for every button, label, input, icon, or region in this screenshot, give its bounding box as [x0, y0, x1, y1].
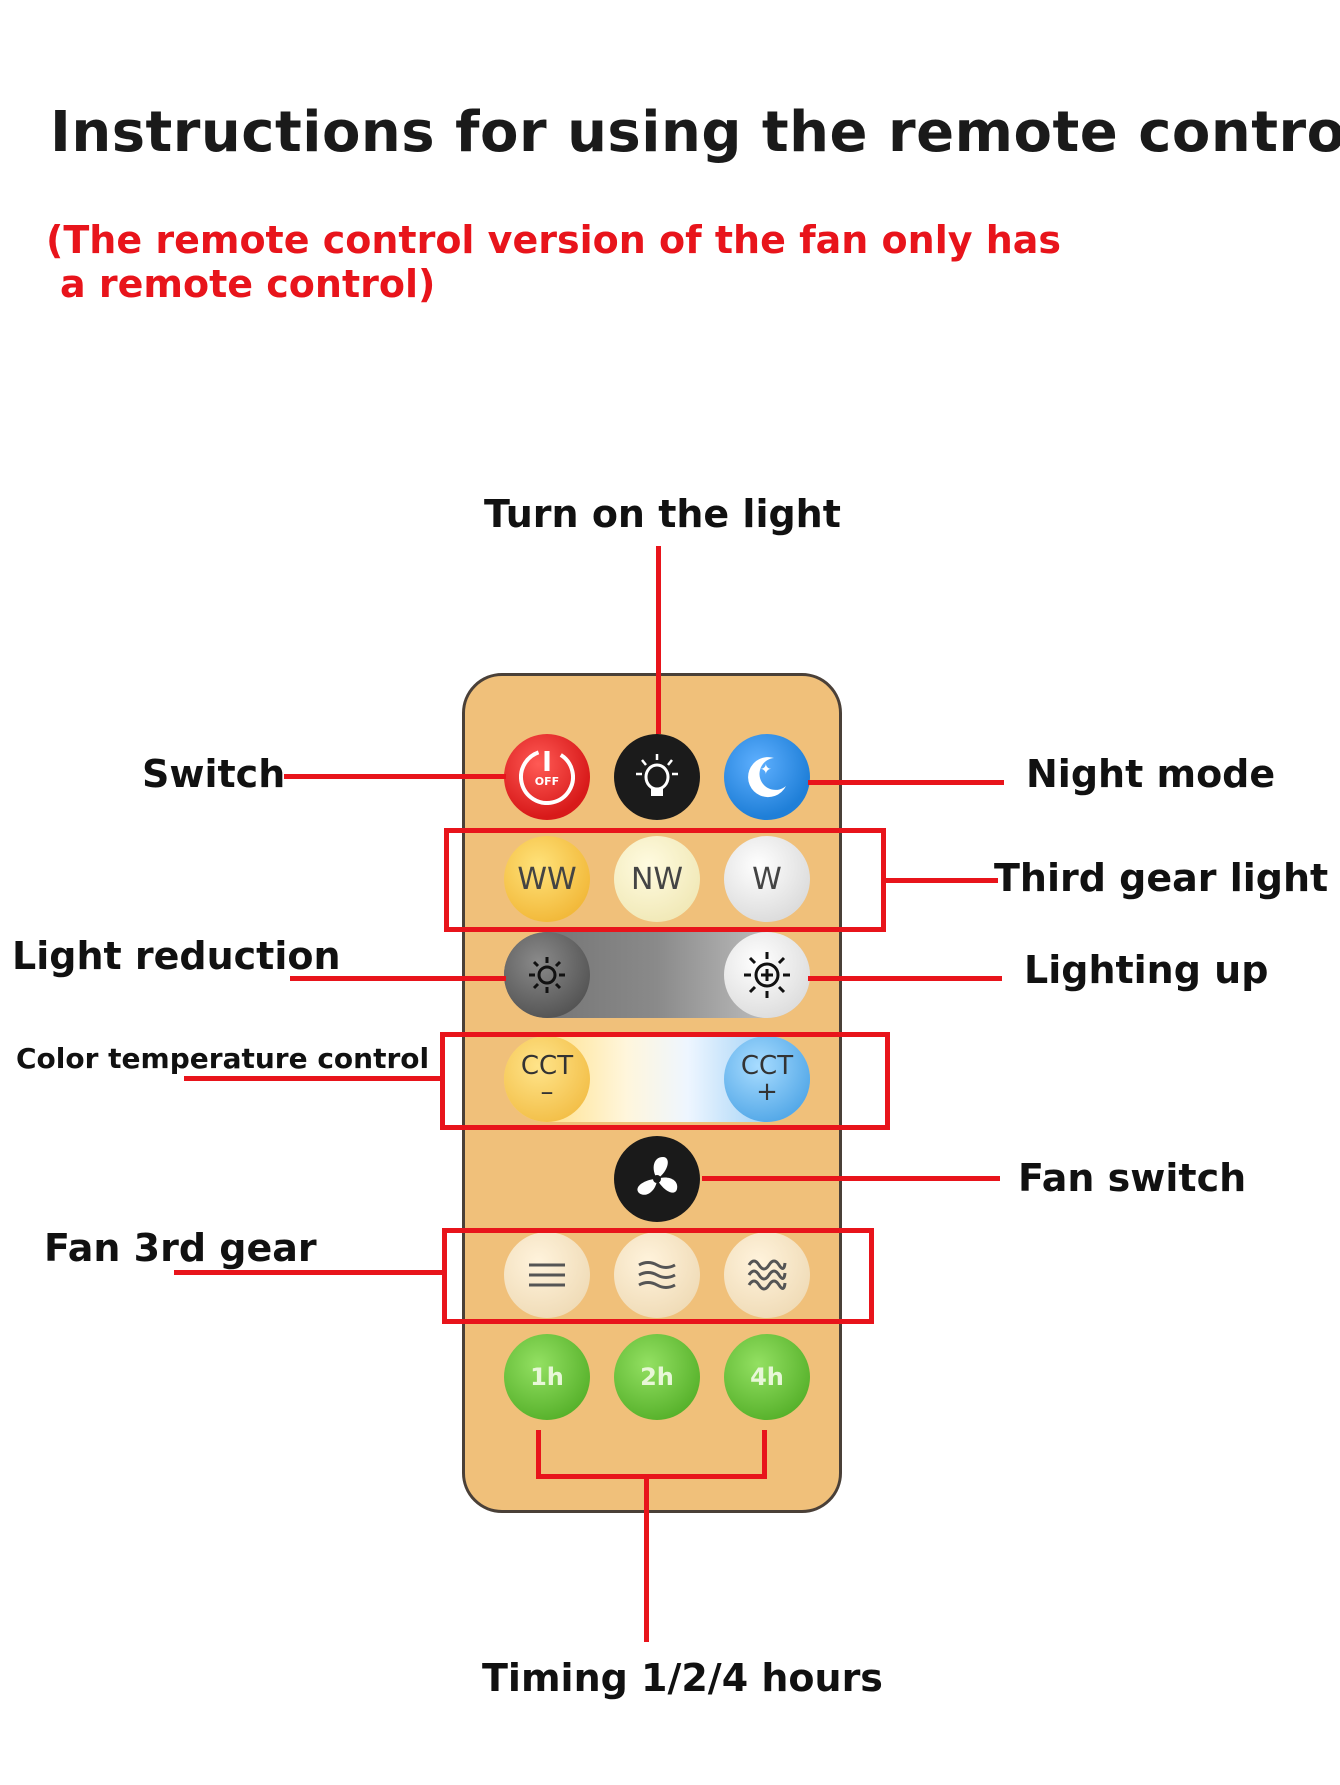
- dim-icon: [529, 957, 565, 993]
- cct-plus-label: CCT: [740, 1051, 794, 1081]
- bracket-left: [536, 1430, 541, 1478]
- light-on-button[interactable]: [614, 734, 700, 820]
- power-icon: OFF: [519, 749, 575, 805]
- label-light-reduction: Light reduction: [12, 934, 341, 978]
- fan-gear-2-button[interactable]: [614, 1232, 700, 1318]
- w-button[interactable]: W: [724, 836, 810, 922]
- leader-night-mode: [808, 780, 1004, 785]
- third-gear-light-box: [444, 828, 886, 932]
- leader-timing: [644, 1474, 649, 1642]
- label-color-temperature: Color temperature control: [16, 1042, 430, 1075]
- nw-button[interactable]: NW: [614, 836, 700, 922]
- label-timing: Timing 1/2/4 hours: [482, 1656, 883, 1700]
- cct-minus-label: CCT: [520, 1051, 574, 1081]
- fan-mid-icon: [638, 1261, 676, 1289]
- subtitle-line-2: a remote control): [60, 262, 436, 306]
- label-third-gear-light: Third gear light: [994, 856, 1329, 900]
- label-fan-3rd-gear: Fan 3rd gear: [44, 1226, 317, 1270]
- leader-lighting-up: [808, 976, 1002, 981]
- timer-1h-button[interactable]: 1h: [504, 1334, 590, 1420]
- leader-fan-switch: [702, 1176, 1000, 1181]
- label-lighting-up: Lighting up: [1024, 948, 1269, 992]
- bulb-icon: [636, 754, 678, 796]
- cct-plus-button[interactable]: CCT +: [724, 1036, 810, 1122]
- fan-gear-box: [442, 1228, 874, 1324]
- moon-icon: ✦: [748, 757, 786, 798]
- cct-plus-sign: +: [756, 1077, 778, 1107]
- bracket-right: [762, 1430, 767, 1478]
- svg-text:✦: ✦: [760, 762, 772, 778]
- cct-minus-button[interactable]: CCT –: [504, 1036, 590, 1122]
- subtitle-line-1: (The remote control version of the fan o…: [46, 218, 1062, 262]
- leader-light-reduction: [290, 976, 506, 981]
- timer-4h-button[interactable]: 4h: [724, 1334, 810, 1420]
- fan-switch-button[interactable]: [614, 1136, 700, 1222]
- label-fan-switch: Fan switch: [1018, 1156, 1247, 1200]
- night-mode-button[interactable]: ✦: [724, 734, 810, 820]
- ww-button[interactable]: WW: [504, 836, 590, 922]
- fan-low-icon: [529, 1263, 565, 1287]
- bright-icon: [744, 952, 790, 998]
- leader-color-temperature: [184, 1076, 440, 1081]
- light-reduction-button[interactable]: [504, 932, 590, 1018]
- fan-gear-3-button[interactable]: [724, 1232, 810, 1318]
- leader-turn-on-light: [656, 546, 661, 734]
- page-title: Instructions for using the remote contro…: [50, 100, 1340, 165]
- leader-fan-3rd-gear: [174, 1270, 442, 1275]
- label-switch: Switch: [142, 752, 286, 796]
- label-turn-on-light: Turn on the light: [484, 492, 841, 536]
- color-temperature-box: [440, 1032, 890, 1130]
- power-button[interactable]: OFF: [504, 734, 590, 820]
- fan-icon: [637, 1157, 678, 1195]
- label-night-mode: Night mode: [1026, 752, 1276, 796]
- fan-gear-1-button[interactable]: [504, 1232, 590, 1318]
- fan-high-icon: [747, 1259, 787, 1291]
- cct-minus-sign: –: [540, 1077, 554, 1107]
- leader-third-gear-light: [886, 878, 998, 883]
- off-text: OFF: [535, 775, 559, 788]
- leader-switch: [284, 774, 506, 779]
- subtitle: (The remote control version of the fan o…: [46, 218, 1061, 306]
- bracket-bottom: [536, 1474, 767, 1479]
- timer-2h-button[interactable]: 2h: [614, 1334, 700, 1420]
- lighting-up-button[interactable]: [724, 932, 810, 1018]
